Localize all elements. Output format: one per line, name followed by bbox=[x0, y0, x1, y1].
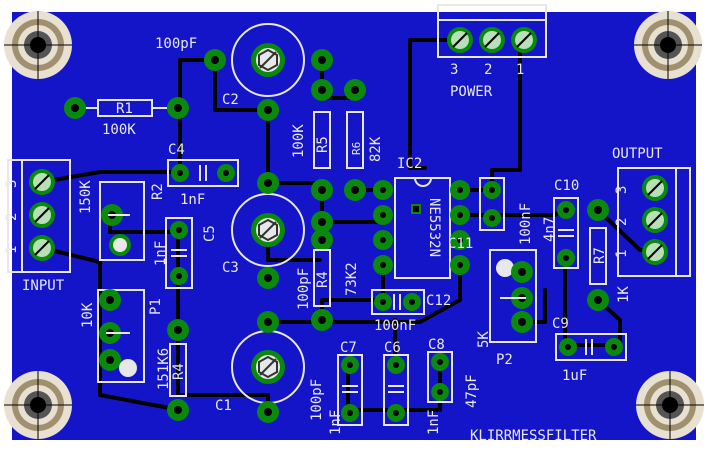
r4-name: R4 bbox=[171, 363, 187, 380]
output-connector: 3 2 1 OUTPUT bbox=[612, 146, 691, 277]
c11-value: 100nF bbox=[518, 203, 534, 245]
power-pin-2 bbox=[479, 27, 505, 53]
capacitor-c11: 100nF C11 bbox=[448, 177, 534, 252]
rx-value: 73K2 bbox=[344, 262, 360, 296]
potentiometer-p2: 5K P2 bbox=[476, 249, 537, 368]
c2-value: 100pF bbox=[155, 36, 197, 52]
potentiometer-p1: P1 10K bbox=[80, 289, 164, 383]
power-pin-3 bbox=[447, 27, 473, 53]
c6-name: C6 bbox=[384, 340, 401, 356]
p2-name: P2 bbox=[496, 352, 513, 368]
input-pin-3 bbox=[29, 169, 55, 195]
output-pin-label-3: 3 bbox=[614, 186, 630, 194]
c11-name: C11 bbox=[448, 236, 473, 252]
input-label: INPUT bbox=[22, 278, 65, 294]
c12-name: C12 bbox=[426, 293, 451, 309]
output-pin-3 bbox=[642, 175, 668, 201]
power-pin-label-2: 2 bbox=[484, 62, 492, 78]
rx-name: R4 bbox=[315, 271, 331, 288]
r5-value: 100K bbox=[291, 124, 307, 158]
c5-value: 1nF bbox=[153, 241, 169, 266]
c6-value: 1nF bbox=[426, 410, 442, 435]
r2-name: R2 bbox=[150, 183, 166, 200]
capacitor-c9: C9 1uF bbox=[552, 316, 627, 384]
resistor-r7: R7 1K bbox=[587, 199, 632, 311]
input-pin-label-1: 1 bbox=[4, 246, 20, 254]
mounting-hole-bottom-left bbox=[4, 371, 72, 439]
c8-name: C8 bbox=[428, 337, 445, 353]
mounting-hole-top-left bbox=[4, 11, 72, 79]
resistor-r5: R5 100K bbox=[291, 79, 333, 201]
c10-name: C10 bbox=[554, 178, 579, 194]
capacitor-c3: C3 100pF bbox=[222, 172, 333, 310]
capacitor-c7: C7 1nF bbox=[328, 340, 363, 435]
c3-name: C3 bbox=[222, 260, 239, 276]
resistor-r2: R2 150K bbox=[78, 180, 166, 261]
output-pin-2 bbox=[642, 207, 668, 233]
p1-name: P1 bbox=[148, 298, 164, 315]
capacitor-c6: C6 1nF bbox=[383, 340, 442, 435]
r1-name: R1 bbox=[116, 101, 133, 117]
resistor-r1: R1 100K bbox=[64, 97, 189, 138]
r6-name: R6 bbox=[350, 142, 363, 155]
ic2-value: NE5532N bbox=[426, 198, 442, 257]
capacitor-c8: C8 47pF bbox=[427, 337, 480, 408]
input-pin-label-2: 2 bbox=[4, 213, 20, 221]
ic2-name: IC2 bbox=[397, 156, 422, 172]
r2-value: 150K bbox=[78, 180, 94, 214]
c3-value: 100pF bbox=[296, 268, 312, 310]
c12-value: 100nF bbox=[374, 318, 416, 334]
capacitor-c10: C10 4n7 bbox=[542, 178, 579, 269]
c9-value: 1uF bbox=[562, 368, 587, 384]
c1-name: C1 bbox=[215, 398, 232, 414]
r6-value: 82K bbox=[368, 136, 384, 162]
resistor-r4-73k2: R4 73K2 bbox=[311, 229, 360, 331]
output-pin-label-1: 1 bbox=[614, 250, 630, 258]
capacitor-c5: 1nF C5 bbox=[153, 217, 218, 289]
mounting-hole-top-right bbox=[634, 11, 702, 79]
c2-name: C2 bbox=[222, 92, 239, 108]
ic-ne5532n: IC2 NE5532N bbox=[373, 156, 470, 279]
r5-name: R5 bbox=[315, 136, 331, 153]
r1-value: 100K bbox=[102, 122, 136, 138]
output-pin-label-2: 2 bbox=[614, 218, 630, 226]
board-substrate bbox=[12, 12, 696, 440]
r7-value: 1K bbox=[616, 286, 632, 303]
power-pin-label-1: 1 bbox=[516, 62, 524, 78]
power-connector: 3 2 1 POWER bbox=[437, 4, 547, 100]
input-pin-label-3: 3 bbox=[4, 180, 20, 188]
c9-name: C9 bbox=[552, 316, 569, 332]
resistor-r6: R6 82K bbox=[344, 79, 384, 201]
c4-value: 1nF bbox=[180, 192, 205, 208]
output-label: OUTPUT bbox=[612, 146, 663, 162]
output-pin-1 bbox=[642, 239, 668, 265]
c7-value: 1nF bbox=[328, 410, 344, 435]
capacitor-c12: C12 100nF bbox=[371, 289, 451, 334]
r4-value: 151K6 bbox=[156, 348, 172, 390]
c8-value: 47pF bbox=[464, 374, 480, 408]
power-pin-label-3: 3 bbox=[450, 62, 458, 78]
c1-value: 100pF bbox=[309, 379, 325, 421]
r7-name: R7 bbox=[592, 247, 608, 264]
input-connector: 3 2 1 INPUT bbox=[4, 159, 71, 294]
input-pin-2 bbox=[29, 202, 55, 228]
c7-name: C7 bbox=[340, 340, 357, 356]
board-title: KLIRRMESSFILTER bbox=[470, 428, 597, 444]
power-label: POWER bbox=[450, 84, 493, 100]
power-pin-1 bbox=[511, 27, 537, 53]
p1-value: 10K bbox=[80, 302, 96, 328]
c4-name: C4 bbox=[168, 142, 185, 158]
capacitor-c4: C4 1nF bbox=[167, 142, 239, 208]
capacitor-c1: C1 100pF bbox=[215, 311, 325, 423]
c10-value: 4n7 bbox=[542, 217, 558, 242]
mounting-hole-bottom-right bbox=[636, 371, 704, 439]
capacitor-c2: 100pF C2 bbox=[155, 23, 333, 121]
input-pin-1 bbox=[29, 235, 55, 261]
resistor-r4: R4 151K6 bbox=[156, 319, 189, 421]
c5-name: C5 bbox=[202, 225, 218, 242]
p2-value: 5K bbox=[476, 331, 492, 348]
